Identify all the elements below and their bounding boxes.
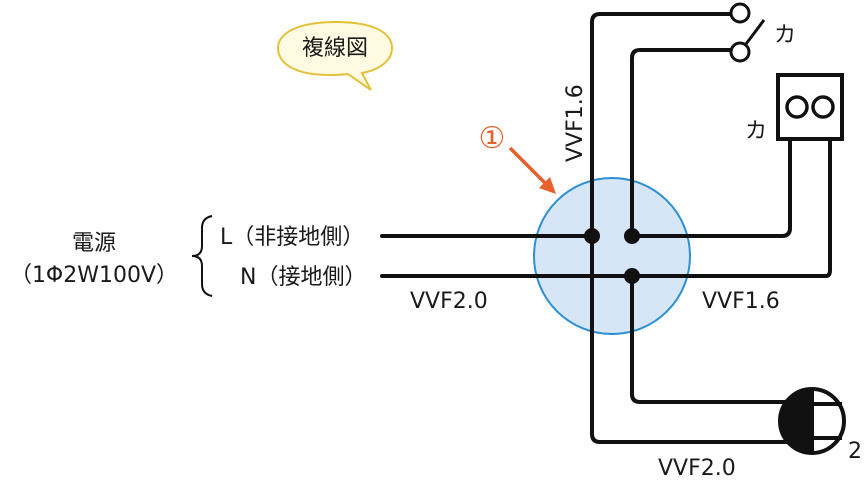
switch-terminal-bottom <box>729 41 751 63</box>
outlet-label: 2 <box>848 439 862 464</box>
switch-lever <box>744 19 766 45</box>
lamp-receptacle-symbol <box>776 73 844 141</box>
marker-label: ① <box>479 121 506 156</box>
brace-icon <box>191 215 213 297</box>
outlet-symbol <box>778 387 846 455</box>
live-terminal-label: L（非接地側） <box>220 225 364 250</box>
marker-arrowhead <box>539 177 556 194</box>
switch-terminal-top <box>729 2 751 24</box>
switch-label: カ <box>774 23 796 48</box>
speech-bubble-text: 複線図 <box>302 36 368 61</box>
switch-symbol <box>729 2 766 63</box>
outlet-fill <box>780 389 812 453</box>
marker-arrow-shaft <box>508 146 550 188</box>
speech-bubble: 複線図 <box>276 20 394 91</box>
lamp-terminal-right <box>811 95 835 119</box>
cable-label-vertical: VVF1.6 <box>563 84 588 162</box>
junction-box <box>533 177 691 335</box>
marker-callout: ① <box>479 121 556 194</box>
connection-dot-switch-return <box>624 228 640 244</box>
connection-dot-neutral <box>624 268 640 284</box>
cable-label-left-feed: VVF2.0 <box>410 289 488 314</box>
power-source-title: 電源 <box>72 231 116 256</box>
wire-neutral-outlet <box>630 274 792 404</box>
cable-label-bottom-outlet: VVF2.0 <box>658 456 736 481</box>
lamp-terminal-left <box>785 95 809 119</box>
connection-dot-live <box>584 228 600 244</box>
wire-neutral-feed <box>380 138 832 278</box>
lamp-label: カ <box>745 119 767 144</box>
cable-label-right-lamp: VVF1.6 <box>702 289 780 314</box>
speech-bubble-shape <box>276 20 394 91</box>
power-source-spec: （1Φ2W100V） <box>10 263 178 288</box>
neutral-terminal-label: N（接地側） <box>240 265 366 290</box>
